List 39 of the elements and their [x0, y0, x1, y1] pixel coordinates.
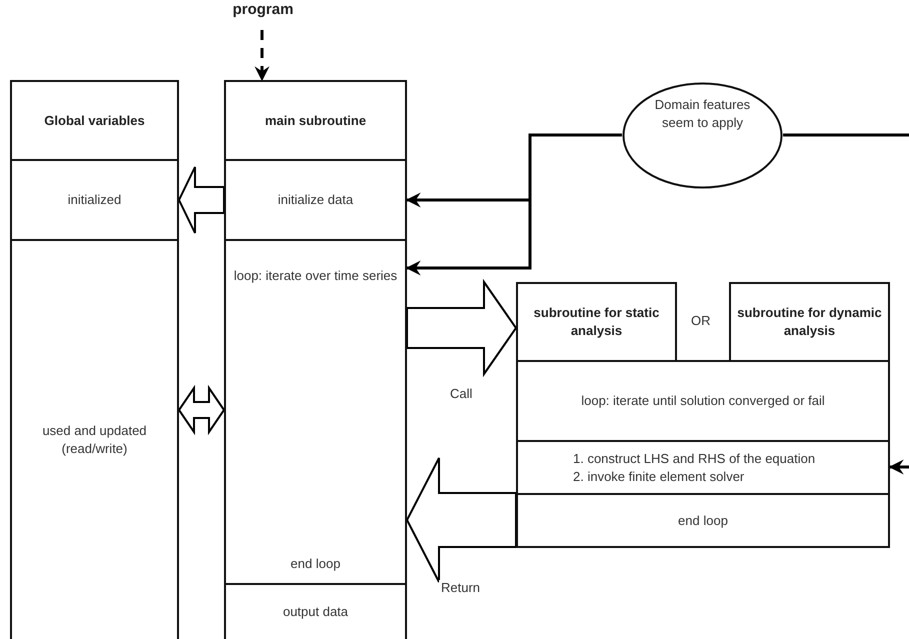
arrow: [254, 30, 270, 82]
connector-text: OR: [689, 313, 712, 328]
step-text: initialize data: [278, 191, 354, 209]
heading-text: subroutine for static analysis: [532, 304, 660, 340]
step-text: Domain features seem to apply: [654, 96, 752, 132]
step-text: end loop: [290, 555, 340, 573]
block-arrow: [178, 166, 225, 234]
heading-text: subroutine for dynamic analysis: [736, 304, 883, 340]
step-text: used and updated (read/write): [41, 422, 148, 458]
edge-label: Return: [439, 580, 482, 595]
step-text: 1. construct LHS and RHS of the equation: [573, 450, 816, 468]
process-box: [10, 159, 179, 241]
heading-text: program: [232, 0, 294, 20]
step-text: loop: iterate over time series: [234, 267, 398, 285]
process-box: [516, 360, 890, 442]
process-box: [516, 493, 890, 548]
block-arrow: [406, 457, 517, 583]
process-box: [224, 583, 407, 639]
header-box: [729, 282, 890, 362]
step-box: [516, 440, 890, 495]
step-text: initialized: [68, 191, 122, 209]
arrow: [406, 134, 622, 276]
step-text: output data: [282, 603, 348, 621]
block-arrow: [178, 384, 226, 436]
heading-text: Global variables: [43, 112, 146, 130]
arrow: [888, 460, 909, 474]
header-box: [516, 282, 677, 362]
edge-label: Call: [448, 386, 474, 401]
header-box: [224, 80, 407, 161]
step-text: 2. invoke finite element solver: [573, 468, 744, 486]
step-text: end loop: [678, 512, 728, 530]
process-box: [10, 239, 179, 639]
step-text: loop: iterate until solution converged or fail: [581, 392, 825, 410]
condition-ellipse: [622, 82, 783, 189]
heading-text: main subroutine: [264, 112, 368, 130]
process-box: [224, 159, 407, 241]
block-arrow: [406, 278, 518, 378]
loop-box: [224, 239, 407, 585]
header-box: [10, 80, 179, 161]
